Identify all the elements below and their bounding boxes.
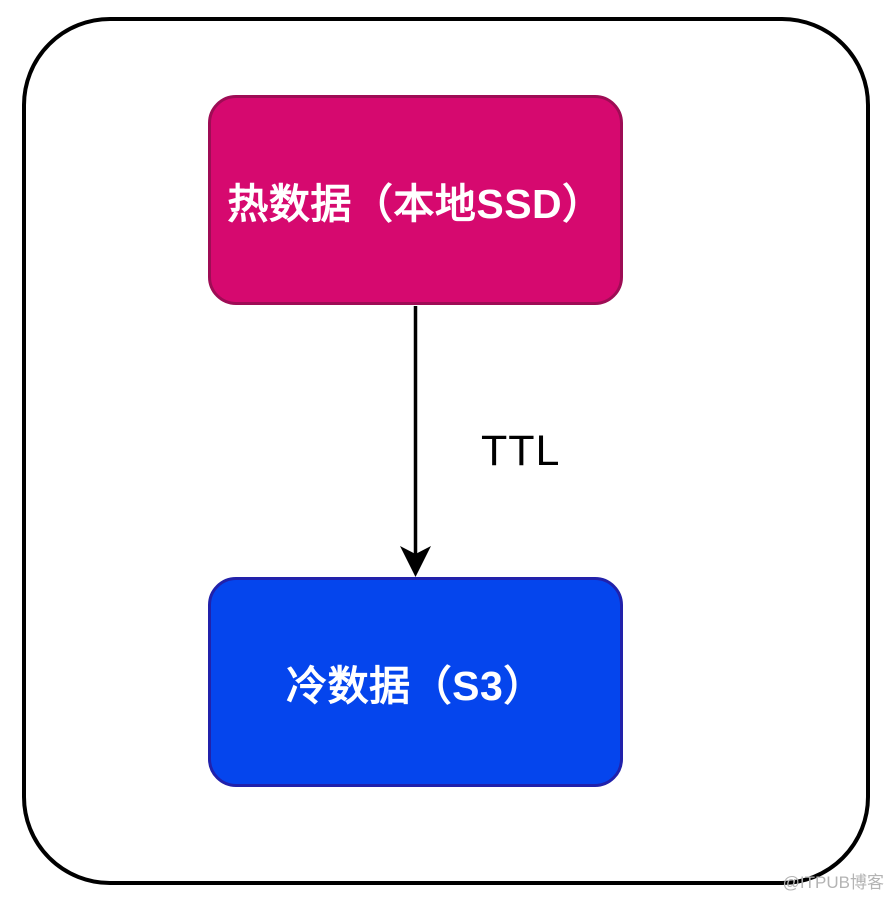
watermark-text: @ITPUB博客 [782,873,884,892]
cold-data-node: 冷数据（S3） [208,577,623,787]
cold-data-node-label: 冷数据（S3） [286,663,545,709]
ttl-edge-label: TTL [481,427,561,475]
hot-data-node: 热数据（本地SSD） [208,95,623,305]
hot-data-node-label: 热数据（本地SSD） [227,181,604,227]
outer-rounded-border [22,17,870,885]
